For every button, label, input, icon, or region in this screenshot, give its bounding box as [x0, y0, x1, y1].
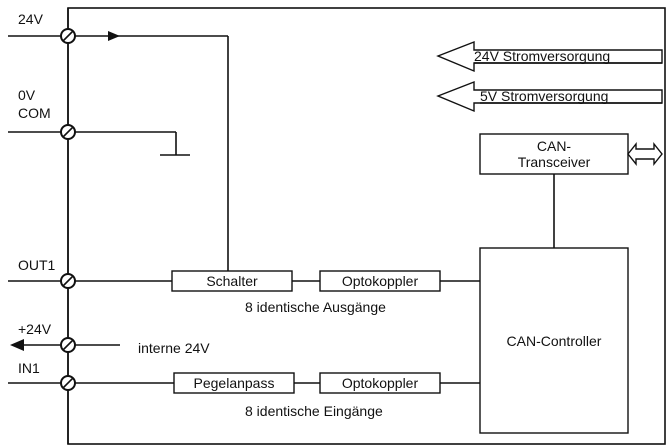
can-controller-box [479, 247, 629, 434]
optokoppler-in-label: Optokoppler [342, 375, 419, 391]
terminal-label-com: COM [18, 105, 51, 121]
terminal-screw-in1-icon [60, 375, 76, 391]
pegelanpass-label: Pegelanpass [194, 375, 275, 391]
optokoppler-in-box [319, 372, 441, 394]
internal-24v-note: interne 24V [138, 340, 210, 356]
inputs-note: 8 identische Eingänge [245, 403, 383, 419]
terminal-label-out1: OUT1 [18, 257, 56, 273]
terminal-screw-out1-icon [60, 273, 76, 289]
can-transceiver-label-1: CAN- [537, 138, 572, 154]
supply-24v-arrow: 24V Stromversorgung [436, 40, 663, 73]
optokoppler-out-label: Optokoppler [342, 273, 419, 289]
can-bus-bidirectional-arrow-icon [627, 142, 663, 166]
can-controller-label: CAN-Controller [507, 333, 602, 349]
24v-flow-arrow-icon [108, 31, 120, 41]
schalter-label: Schalter [206, 273, 258, 289]
terminal-label-24v: 24V [18, 11, 44, 27]
terminal-label-plus24v: +24V [18, 321, 52, 337]
schalter-box [171, 270, 293, 292]
pegelanpass-box [173, 372, 295, 394]
optokoppler-out-box [319, 270, 441, 292]
supply-5v-label: 5V Stromversorgung [480, 88, 608, 104]
outputs-note: 8 identische Ausgänge [245, 299, 386, 315]
supply-24v-label: 24V Stromversorgung [474, 48, 610, 64]
supply-5v-arrow: 5V Stromversorgung [436, 80, 663, 113]
terminal-screw-com-icon [60, 124, 76, 140]
can-transceiver-label-2: Transceiver [518, 154, 591, 170]
can-transceiver-box [479, 133, 629, 175]
terminal-screw-24v-icon [60, 28, 76, 44]
internal-24v-arrow-icon [10, 339, 24, 351]
terminal-screw-plus24v-icon [60, 337, 76, 353]
terminal-label-0v: 0V [18, 87, 36, 103]
terminal-label-in1: IN1 [18, 360, 40, 376]
